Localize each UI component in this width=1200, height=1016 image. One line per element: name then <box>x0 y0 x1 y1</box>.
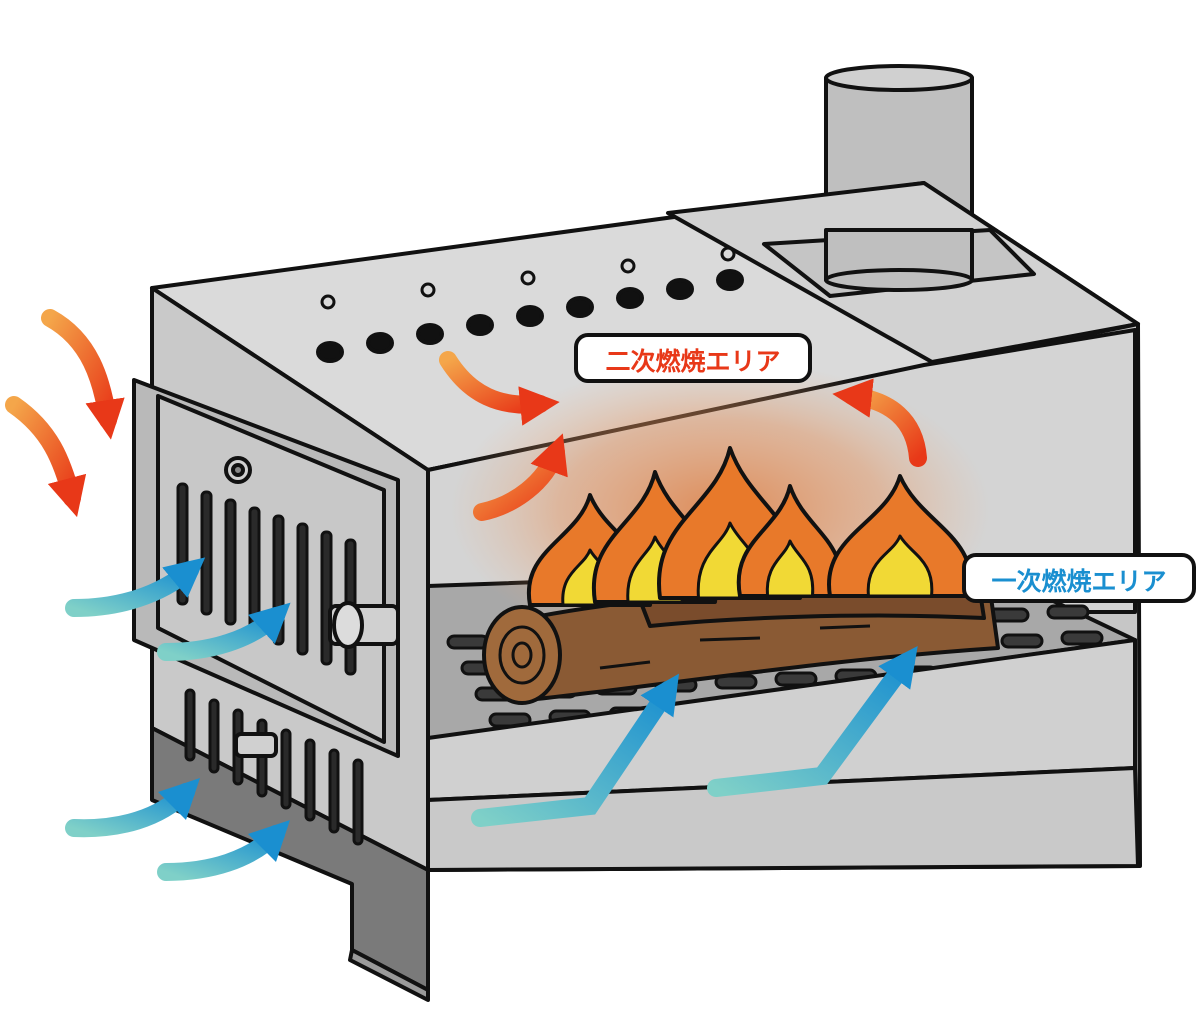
vent-hole <box>566 296 594 318</box>
hot-air-arrow-icon <box>41 309 125 440</box>
vent-hole <box>666 278 694 300</box>
grate-slot <box>1000 633 1044 649</box>
cold-air-arrow-icon <box>707 646 918 797</box>
vent-ring <box>420 282 436 298</box>
lower-vent-slot <box>208 698 220 774</box>
vent-hole <box>716 269 744 291</box>
vent-hole <box>616 287 644 309</box>
damper-knob <box>234 732 278 758</box>
cold-air-arrow-icon <box>65 778 201 838</box>
grate-slot <box>1046 604 1090 620</box>
grate-slot <box>1060 630 1104 646</box>
hot-air-arrow-icon <box>439 351 560 426</box>
vent-ring <box>320 294 336 310</box>
vent-ring <box>520 270 536 286</box>
cold-air-arrow-icon <box>157 602 291 661</box>
lower-vent-slot <box>184 688 196 762</box>
primary-combustion-label: 一次燃焼エリア <box>962 553 1196 603</box>
hot-air-arrow-icon <box>832 378 927 467</box>
secondary-combustion-label: 二次燃焼エリア <box>574 333 812 383</box>
cold-air-arrow-icon <box>65 557 206 617</box>
door-slot <box>320 530 333 666</box>
door-slot <box>200 490 213 616</box>
hot-air-arrow-icon <box>473 433 568 521</box>
door-slot <box>224 498 237 626</box>
door-slot <box>296 522 309 656</box>
grate-slot <box>446 634 490 650</box>
lower-vent-slot <box>328 748 340 834</box>
vent-ring <box>720 246 736 262</box>
vent-hole <box>416 323 444 345</box>
lower-vent-slot <box>304 738 316 822</box>
lower-vent-slot <box>352 758 364 846</box>
door-slot <box>248 506 261 636</box>
vent-ring <box>620 258 636 274</box>
vent-hole <box>466 314 494 336</box>
cold-air-arrow-icon <box>471 673 680 827</box>
vent-hole <box>316 341 344 363</box>
lower-vent-slot <box>280 728 292 810</box>
vent-hole <box>516 305 544 327</box>
vent-hole <box>366 332 394 354</box>
hot-air-arrow-icon <box>5 396 87 518</box>
cold-air-arrow-icon <box>157 820 291 881</box>
